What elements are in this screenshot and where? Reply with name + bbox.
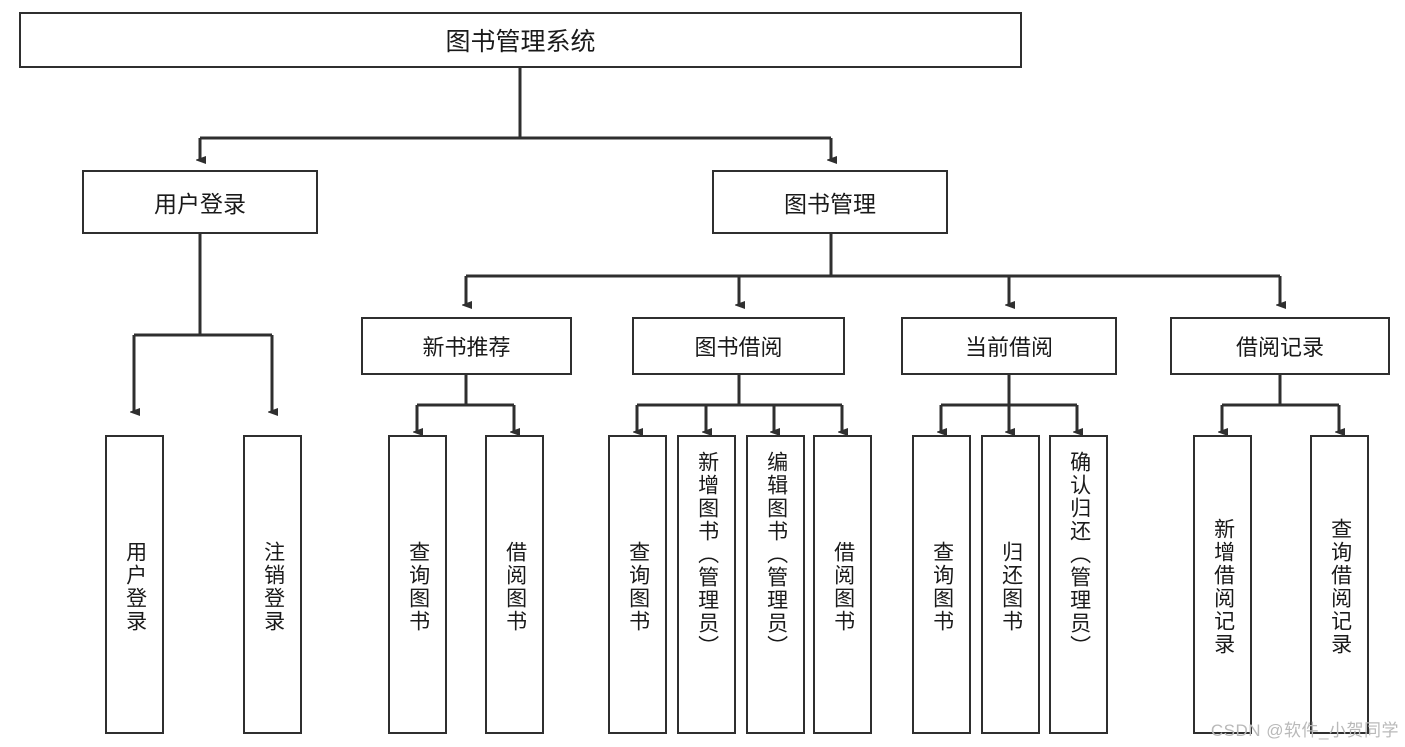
- leaf-borrow-record-query[interactable]: 查询借阅记录: [1310, 435, 1369, 734]
- leaf-current-borrow-confirm-label: 确认归还（管理员）: [1067, 451, 1091, 658]
- leaf-current-borrow-return[interactable]: 归还图书: [981, 435, 1040, 734]
- leaf-content: 借阅图书: [815, 441, 870, 732]
- leaf-content: 注销登录: [245, 441, 300, 732]
- leaf-borrow-record-query-label: 查询借阅记录: [1328, 517, 1352, 656]
- leaf-book-borrow-query-label: 查询图书: [626, 540, 650, 633]
- leaf-book-borrow-edit[interactable]: 编辑图书（管理员）: [746, 435, 805, 734]
- node-new-book-recommend[interactable]: 新书推荐: [361, 317, 572, 375]
- node-root[interactable]: 图书管理系统: [19, 12, 1022, 68]
- node-book-borrow[interactable]: 图书借阅: [632, 317, 845, 375]
- leaf-book-borrow-borrow-label: 借阅图书: [831, 540, 855, 633]
- leaf-new-book-query[interactable]: 查询图书: [388, 435, 447, 734]
- leaf-new-book-query-label: 查询图书: [406, 540, 430, 633]
- leaf-user-login-logout[interactable]: 注销登录: [243, 435, 302, 734]
- node-root-label: 图书管理系统: [445, 28, 596, 56]
- leaf-user-login-login-label: 用户登录: [123, 540, 147, 633]
- leaf-content: 借阅图书: [487, 441, 542, 732]
- node-new-book-recommend-label: 新书推荐: [422, 335, 511, 360]
- leaf-borrow-record-add[interactable]: 新增借阅记录: [1193, 435, 1252, 734]
- leaf-content: 查询图书: [390, 441, 445, 732]
- leaf-new-book-borrow-label: 借阅图书: [503, 540, 527, 633]
- leaf-user-login-login[interactable]: 用户登录: [105, 435, 164, 734]
- leaf-content: 新增借阅记录: [1195, 441, 1250, 732]
- node-book-management[interactable]: 图书管理: [712, 170, 948, 234]
- node-book-borrow-label: 图书借阅: [694, 335, 783, 360]
- leaf-new-book-borrow[interactable]: 借阅图书: [485, 435, 544, 734]
- leaf-user-login-logout-label: 注销登录: [261, 540, 285, 633]
- leaf-content: 查询图书: [914, 441, 969, 732]
- leaf-content: 查询借阅记录: [1312, 441, 1367, 732]
- node-user-login[interactable]: 用户登录: [82, 170, 318, 234]
- leaf-book-borrow-query[interactable]: 查询图书: [608, 435, 667, 734]
- node-borrow-record-label: 借阅记录: [1235, 335, 1324, 360]
- leaf-borrow-record-add-label: 新增借阅记录: [1211, 517, 1235, 656]
- leaf-content: 归还图书: [983, 441, 1038, 732]
- leaf-content: 查询图书: [610, 441, 665, 732]
- leaf-book-borrow-edit-label: 编辑图书（管理员）: [764, 451, 788, 658]
- node-borrow-record[interactable]: 借阅记录: [1170, 317, 1390, 375]
- node-user-login-label: 用户登录: [154, 191, 246, 217]
- node-current-borrow-label: 当前借阅: [964, 335, 1053, 360]
- csdn-watermark: CSDN @软件_小贺同学: [1210, 721, 1399, 740]
- leaf-content: 用户登录: [107, 441, 162, 732]
- leaf-book-borrow-add-label: 新增图书（管理员）: [695, 451, 719, 658]
- leaf-current-borrow-query-label: 查询图书: [930, 540, 954, 633]
- node-book-management-label: 图书管理: [784, 191, 876, 217]
- leaf-content: 编辑图书（管理员）: [748, 441, 803, 742]
- leaf-current-borrow-query[interactable]: 查询图书: [912, 435, 971, 734]
- leaf-book-borrow-borrow[interactable]: 借阅图书: [813, 435, 872, 734]
- node-current-borrow[interactable]: 当前借阅: [901, 317, 1117, 375]
- leaf-book-borrow-add[interactable]: 新增图书（管理员）: [677, 435, 736, 734]
- leaf-current-borrow-confirm[interactable]: 确认归还（管理员）: [1049, 435, 1108, 734]
- leaf-content: 确认归还（管理员）: [1051, 441, 1106, 742]
- leaf-content: 新增图书（管理员）: [679, 441, 734, 742]
- leaf-current-borrow-return-label: 归还图书: [999, 540, 1023, 633]
